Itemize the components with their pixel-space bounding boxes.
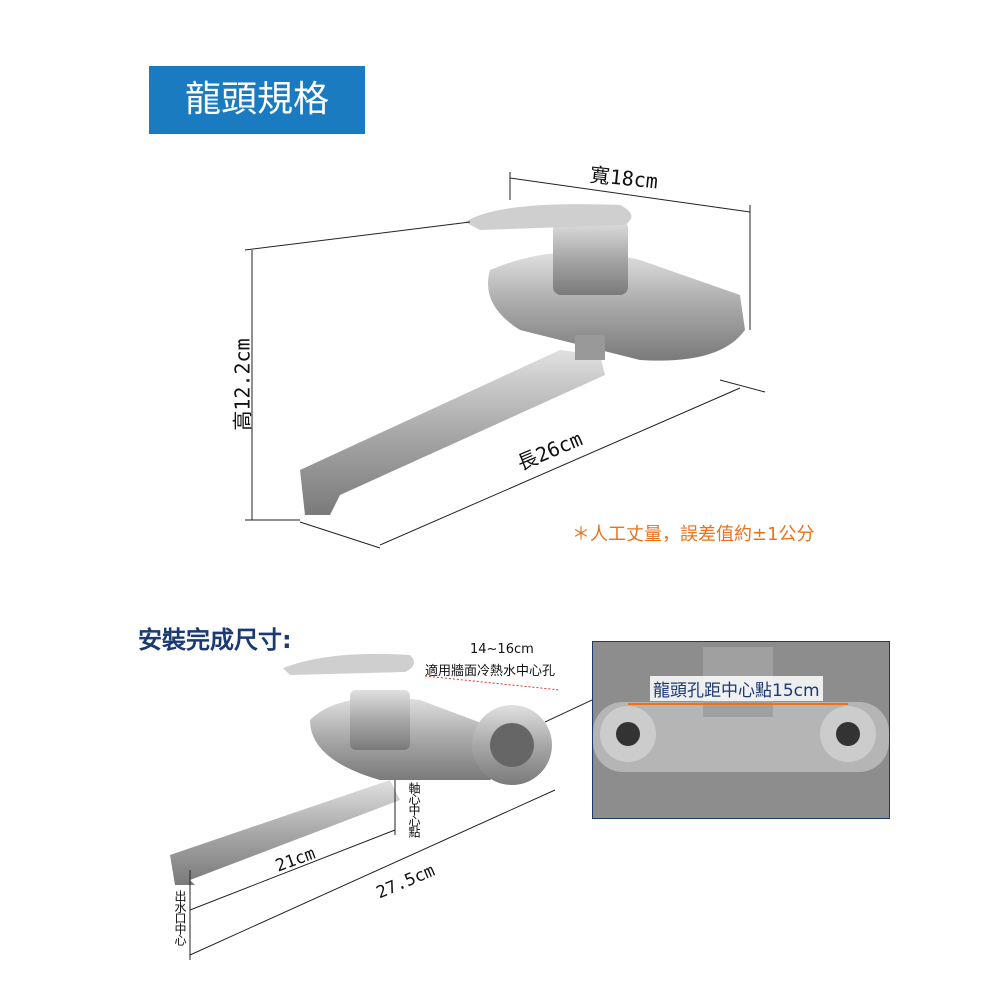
measurement-note: ＊人工丈量，誤差值約±1公分 [572,524,815,545]
axis-center-label: 軸心中心點 [407,782,421,837]
faucet-bottom-image [170,653,593,885]
hole-desc-label: 適用牆面冷熱水中心孔 [425,664,556,679]
install-dimension-lines [189,780,556,960]
install-heading: 安裝完成尺寸: [138,626,292,654]
inset-label: 龍頭孔距中心點15cm [650,676,823,701]
page-title: 龍頭規格 [149,66,365,134]
dimension-lines [244,172,766,549]
faucet-top-image [300,204,745,515]
inset-photo [592,641,890,819]
height-label: 高12.2cm [230,338,255,431]
outlet-center-label: 出水口中心 [173,890,187,945]
hole-range-label: 14~16cm [470,642,534,657]
